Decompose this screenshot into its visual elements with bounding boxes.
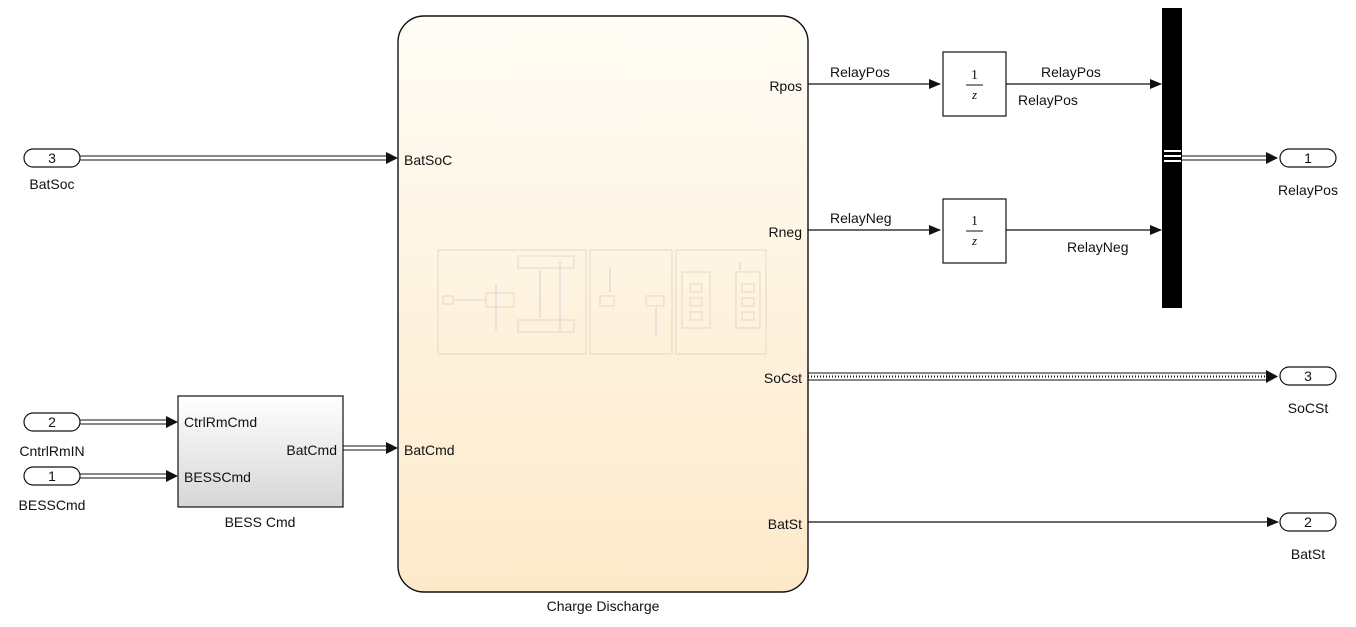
cd-out-rpos: Rpos <box>769 78 802 94</box>
cd-in-batcmd: BatCmd <box>404 442 455 458</box>
signal-besscmd-line[interactable] <box>80 470 178 482</box>
bess-in-besscmd: BESSCmd <box>184 469 251 485</box>
svg-text:z: z <box>971 87 977 102</box>
inport-batsoc-label: BatSoc <box>29 176 74 192</box>
svg-text:1: 1 <box>971 214 978 229</box>
outport-socst[interactable]: 3 SoCSt <box>1279 366 1337 416</box>
cd-block-name: Charge Discharge <box>547 598 660 614</box>
outport-relaypos[interactable]: 1 RelayPos <box>1278 148 1338 198</box>
bess-out-batcmd: BatCmd <box>286 442 337 458</box>
bess-block-name: BESS Cmd <box>225 514 296 530</box>
svg-text:2: 2 <box>48 414 56 430</box>
bess-cmd-block[interactable]: CtrlRmCmd BESSCmd BatCmd BESS Cmd <box>177 395 344 530</box>
svg-text:3: 3 <box>1304 368 1312 384</box>
unit-delay-block-2[interactable]: 1 z <box>942 198 1007 264</box>
svg-text:1: 1 <box>1304 150 1312 166</box>
inport-cntrlrmin-label: CntrlRmIN <box>19 443 84 459</box>
signal-label-relaypos-out: RelayPos <box>1041 64 1101 80</box>
signal-label-relayneg-out: RelayNeg <box>1067 239 1128 255</box>
svg-text:1: 1 <box>971 68 978 83</box>
outport-relaypos-label: RelayPos <box>1278 182 1338 198</box>
inport-batsoc[interactable]: 3 BatSoc <box>23 148 81 192</box>
svg-text:3: 3 <box>48 150 56 166</box>
signal-label-relayneg-in: RelayNeg <box>830 210 891 226</box>
inport-besscmd[interactable]: 1 BESSCmd <box>19 466 86 513</box>
inport-cntrlrmin[interactable]: 2 CntrlRmIN <box>19 412 85 459</box>
signal-mux-out-line[interactable] <box>1181 152 1278 164</box>
unit-delay-block-1[interactable]: 1 z <box>942 51 1007 117</box>
bess-in-ctrlrmcmd: CtrlRmCmd <box>184 414 257 430</box>
subsystem-preview-thumbnail <box>437 249 767 355</box>
svg-text:z: z <box>971 233 977 248</box>
svg-text:2: 2 <box>1304 514 1312 530</box>
inport-besscmd-label: BESSCmd <box>19 497 86 513</box>
cd-in-batsoc: BatSoC <box>404 152 452 168</box>
mux-block[interactable] <box>1162 8 1182 308</box>
outport-batst-label: BatSt <box>1291 546 1325 562</box>
charge-discharge-block[interactable]: BatSoC BatCmd Rpos Rneg SoCst BatSt Char… <box>397 15 809 614</box>
svg-text:1: 1 <box>48 468 56 484</box>
cd-out-batst: BatSt <box>768 516 802 532</box>
cd-out-rneg: Rneg <box>769 224 802 240</box>
outport-batst[interactable]: 2 BatSt <box>1279 512 1337 562</box>
signal-batcmd-line[interactable] <box>343 442 398 454</box>
cd-out-socst: SoCst <box>764 370 802 386</box>
signal-cntrlrmin-line[interactable] <box>80 416 178 428</box>
signal-label-relaypos-in: RelayPos <box>830 64 890 80</box>
signal-label-relaypos-prop: RelayPos <box>1018 92 1078 108</box>
outport-socst-label: SoCSt <box>1288 400 1329 416</box>
signal-batsoc-line[interactable] <box>80 152 398 164</box>
signal-socst-line[interactable] <box>808 370 1278 383</box>
